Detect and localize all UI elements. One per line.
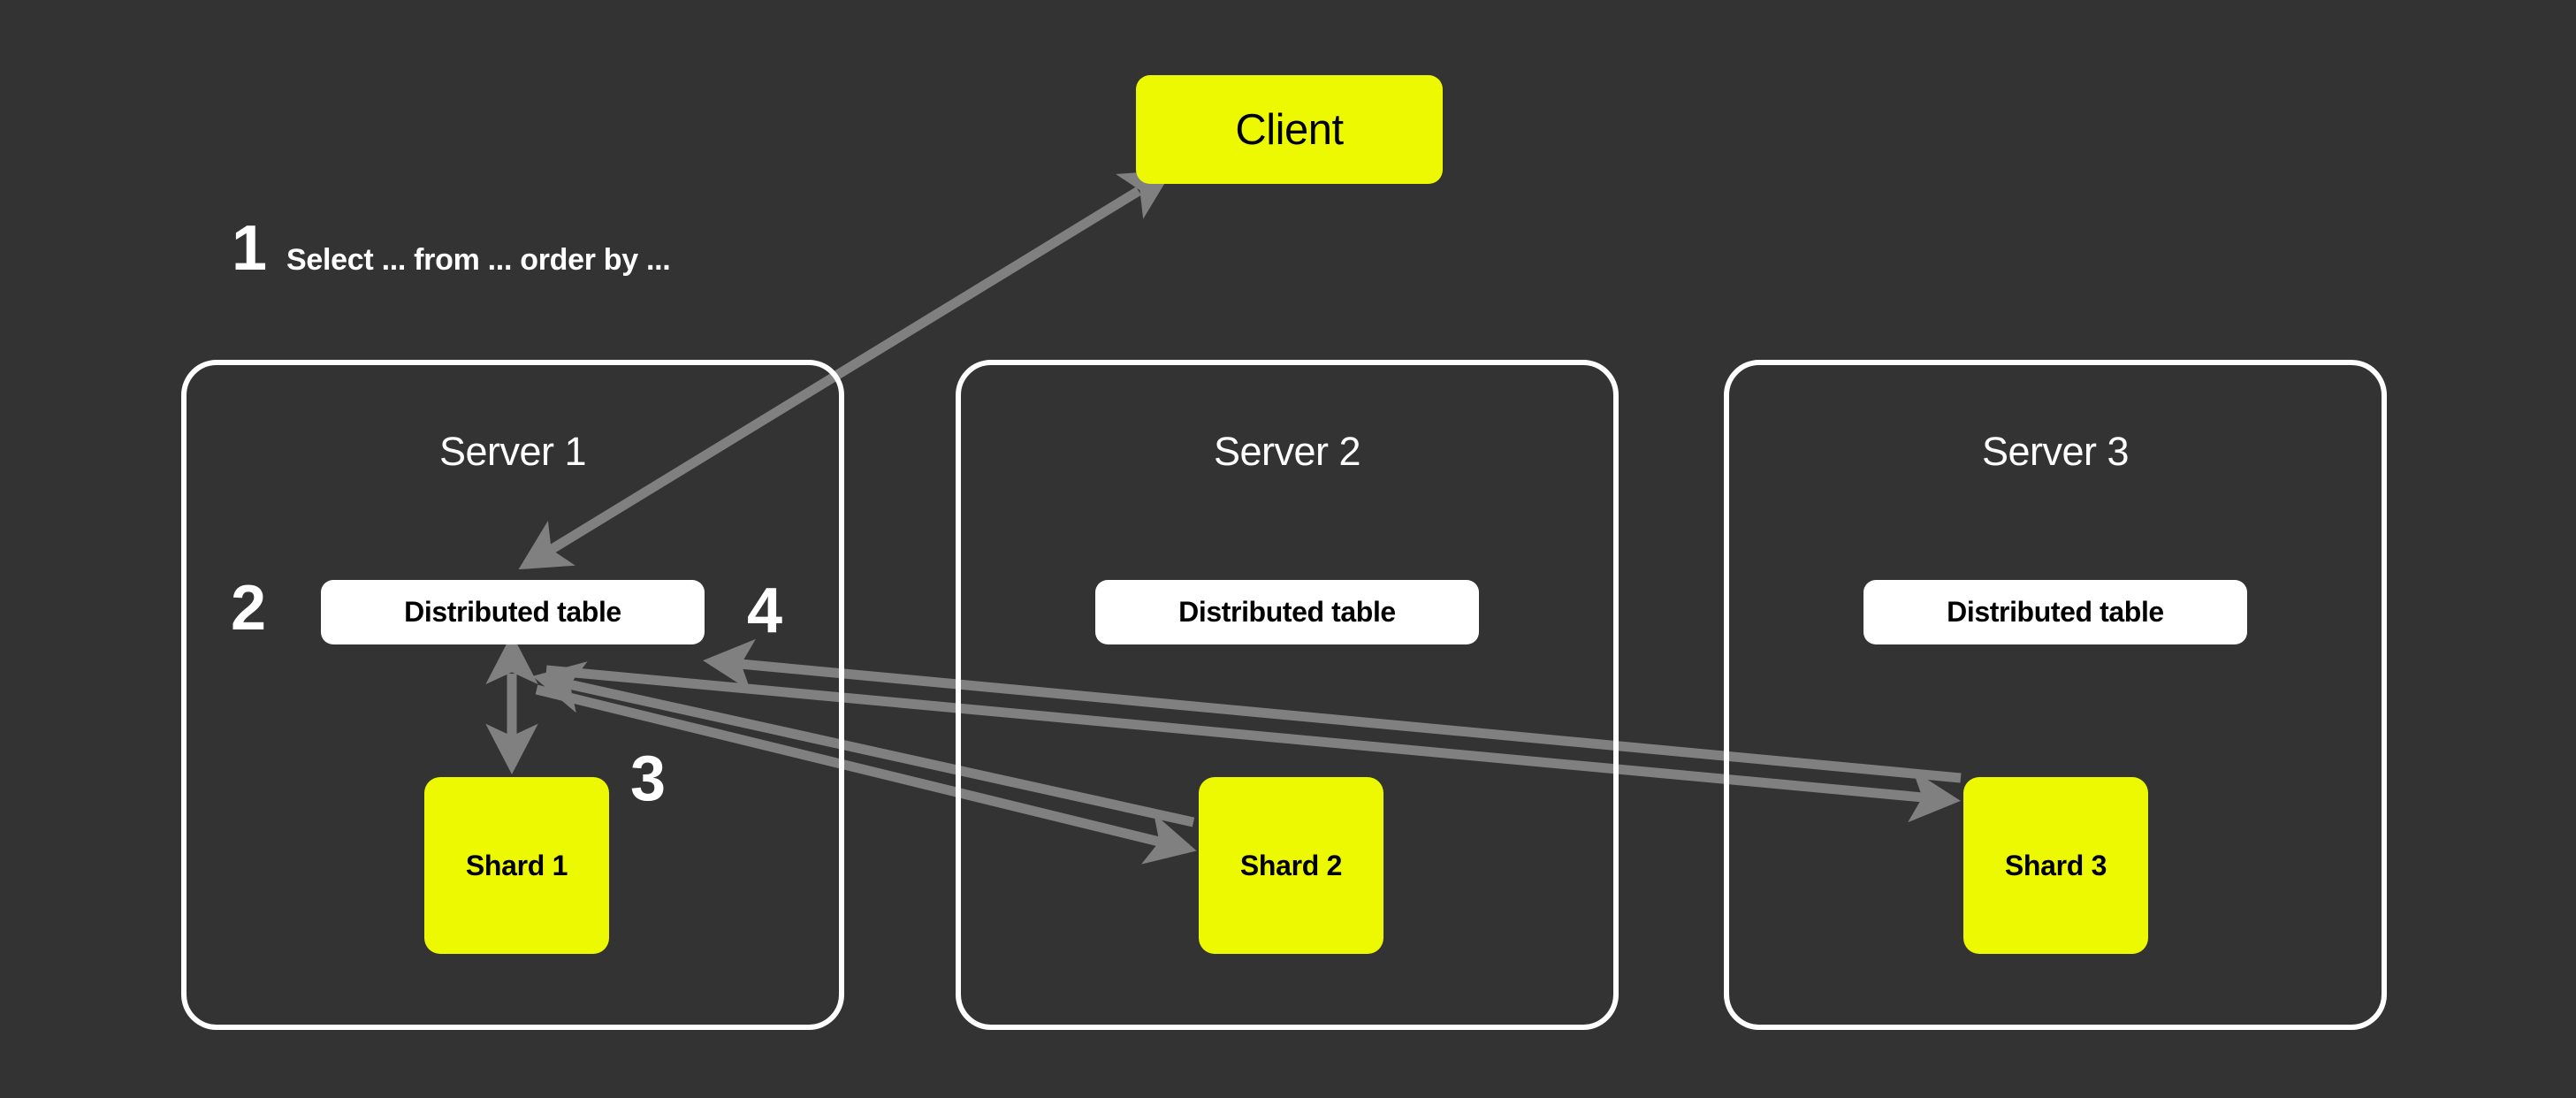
server-title: Server 1 — [438, 429, 587, 474]
distributed-table-label: Distributed table — [404, 596, 621, 628]
server-title: Server 3 — [1981, 429, 2130, 474]
step-number-4: 4 — [747, 576, 783, 646]
distributed-table-label: Distributed table — [1178, 596, 1396, 628]
step-number-1: 1 — [232, 213, 268, 284]
server-box-1[interactable]: Server 1 Distributed table Shard 1 — [181, 360, 844, 1030]
client-node[interactable]: Client — [1136, 75, 1443, 184]
distributed-table-2[interactable]: Distributed table — [1095, 580, 1479, 644]
server-box-2[interactable]: Server 2 Distributed table Shard 2 — [956, 360, 1619, 1030]
step-number-3: 3 — [630, 743, 667, 814]
distributed-table-3[interactable]: Distributed table — [1863, 580, 2247, 644]
shard-label: Shard 3 — [2004, 849, 2107, 881]
query-text: Select ... from ... order by ... — [286, 243, 671, 277]
shard-label: Shard 1 — [465, 849, 568, 881]
client-label: Client — [1235, 105, 1344, 154]
shard-3[interactable]: Shard 3 — [1963, 777, 2148, 954]
shard-2[interactable]: Shard 2 — [1199, 777, 1383, 954]
server-box-3[interactable]: Server 3 Distributed table Shard 3 — [1724, 360, 2387, 1030]
distributed-table-label: Distributed table — [1947, 596, 2164, 628]
shard-label: Shard 2 — [1239, 849, 1343, 881]
distributed-table-1[interactable]: Distributed table — [321, 580, 705, 644]
shard-1[interactable]: Shard 1 — [424, 777, 609, 954]
server-title: Server 2 — [1213, 429, 1361, 474]
step-number-2: 2 — [231, 573, 267, 644]
query-caption: 1 Select ... from ... order by ... — [232, 213, 671, 284]
